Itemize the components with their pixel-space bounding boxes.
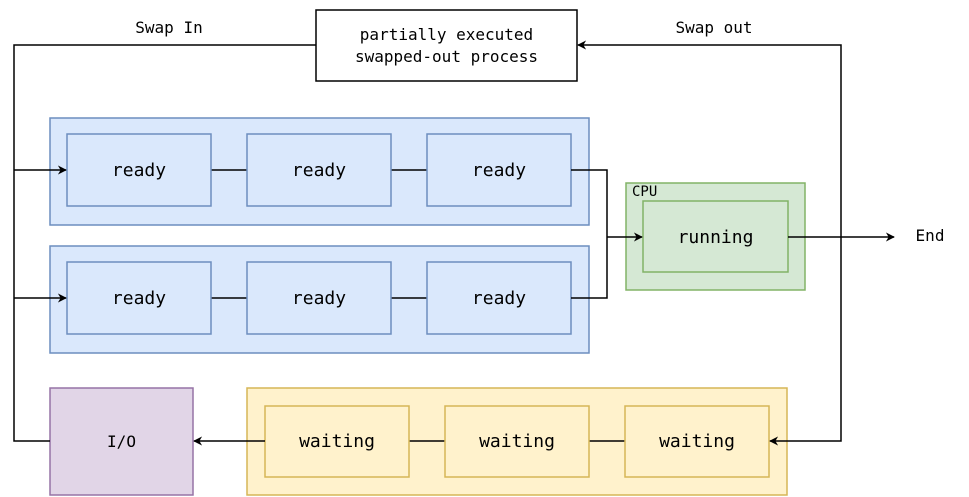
running-node: [642, 200, 789, 273]
swapped-out-label-line1: partially executed: [360, 25, 533, 44]
ready-process-node: ready: [426, 133, 572, 207]
ready-node-label: ready: [292, 160, 346, 181]
swap-out-label: Swap out: [675, 18, 752, 37]
ready-process-node: ready: [66, 133, 212, 207]
cpu-label: CPU: [632, 184, 657, 200]
ready-node-label: ready: [112, 160, 166, 181]
running-label: running: [678, 227, 754, 248]
waiting-queue: waiting waiting waiting: [246, 387, 788, 496]
ready-queue-1: ready ready ready: [49, 117, 590, 226]
waiting-node-label: waiting: [479, 431, 555, 452]
ready-merge-line: [571, 169, 608, 299]
ready-node-label: ready: [292, 288, 346, 309]
swap-out-arrow: [577, 40, 842, 237]
cpu-container: CPU running: [625, 182, 806, 291]
connectors: [13, 40, 895, 446]
ready-process-node: ready: [66, 261, 212, 335]
waiting-node-label: waiting: [659, 431, 735, 452]
waiting-node-label: waiting: [299, 431, 375, 452]
wait-arrow: [769, 237, 842, 446]
end-label: End: [916, 226, 945, 245]
ready-process-node: ready: [246, 261, 392, 335]
io-label: I/O: [107, 432, 136, 451]
swapped-out-process-box: partially executed swapped-out process: [315, 9, 578, 82]
ready-process-node: ready: [426, 261, 572, 335]
io-box: I/O: [49, 387, 194, 496]
ready-node-label: ready: [472, 160, 526, 181]
waiting-process-node: waiting: [444, 405, 590, 478]
swap-in-label: Swap In: [135, 18, 202, 37]
swapped-out-label-line2: swapped-out process: [355, 47, 538, 66]
ready-node-label: ready: [112, 288, 166, 309]
waiting-process-node: waiting: [624, 405, 770, 478]
swap-in-line: [13, 44, 316, 442]
ready-queue-2: ready ready ready: [49, 245, 590, 354]
ready-process-node: ready: [246, 133, 392, 207]
ready-node-label: ready: [472, 288, 526, 309]
waiting-process-node: waiting: [264, 405, 410, 478]
